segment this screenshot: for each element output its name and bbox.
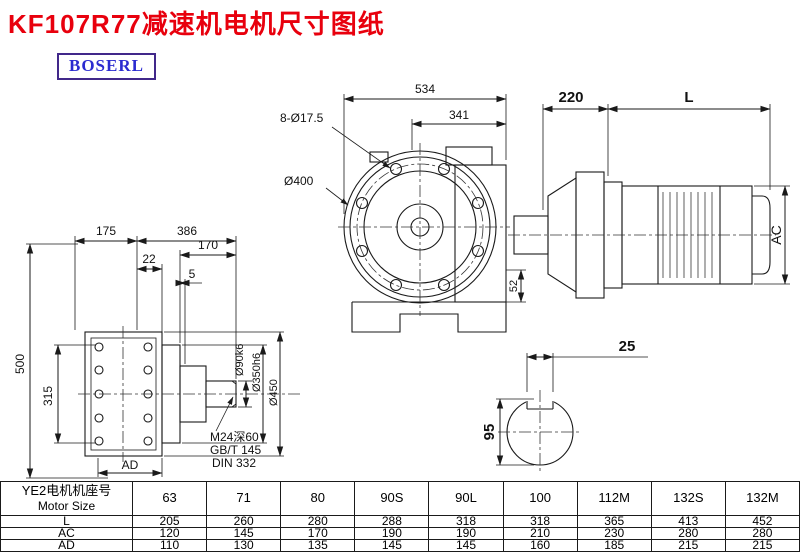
- motor-size-header-cn: YE2电机机座号: [21, 482, 112, 498]
- cell-AD-63: 110: [131, 539, 208, 552]
- cell-AC-90L: 190: [428, 527, 504, 540]
- col-header-80: 80: [280, 481, 356, 516]
- dim-170-label: 170: [198, 238, 218, 252]
- flange-diameter-label: Ø400: [284, 174, 314, 188]
- table-row-AD: AD 110 130 135 145 145 160 185 215 215: [0, 539, 800, 552]
- dim-L-label: L: [684, 89, 693, 106]
- gb-standard-note: GB/T 145: [210, 443, 261, 457]
- cell-L-132M: 452: [724, 515, 800, 528]
- col-header-132S: 132S: [650, 481, 726, 516]
- tapped-hole-note: M24深60: [210, 430, 259, 444]
- cell-AD-90L: 145: [428, 539, 504, 552]
- cell-AD-112M: 185: [576, 539, 652, 552]
- col-header-100: 100: [502, 481, 578, 516]
- shaft-section-drawing: 95 25: [481, 338, 648, 474]
- spigot-diameter-label: Ø350h6: [251, 353, 263, 392]
- dim-315-label: 315: [41, 386, 55, 406]
- dim-500-label: 500: [13, 354, 27, 374]
- output-side-view-drawing: 175 386 170 22 5 500 315 Ø90k6 Ø350h6 Ø: [13, 224, 300, 479]
- dim-95-label: 95: [481, 424, 498, 441]
- motor-dimension-table: YE2电机机座号 Motor Size 63 71 80 90S 90L 100…: [0, 481, 800, 552]
- din-standard-note: DIN 332: [212, 456, 256, 470]
- dim-175-label: 175: [96, 224, 116, 238]
- brand-logo: BOSERL: [57, 53, 156, 80]
- page-title: KF107R77减速机电机尺寸图纸: [8, 9, 385, 39]
- col-header-63: 63: [131, 481, 208, 516]
- front-view-drawing: 534 341 8-Ø17.5 Ø400 52: [280, 82, 526, 333]
- row-label-AD: AD: [0, 539, 133, 552]
- flange-od-label: Ø450: [268, 379, 280, 406]
- cell-AD-100: 160: [502, 539, 578, 552]
- cell-AD-132M: 215: [724, 539, 800, 552]
- cell-AD-90S: 145: [354, 539, 430, 552]
- cell-AC-112M: 230: [576, 527, 652, 540]
- motor-size-header-en: Motor Size: [37, 499, 96, 514]
- dim-5-label: 5: [189, 267, 196, 281]
- dim-534-label: 534: [415, 82, 435, 96]
- cell-AD-80: 135: [280, 539, 356, 552]
- col-header-132M: 132M: [724, 481, 800, 516]
- table-header-row: YE2电机机座号 Motor Size 63 71 80 90S 90L 100…: [0, 481, 800, 516]
- dim-22-label: 22: [142, 252, 156, 266]
- cell-AC-132M: 280: [724, 527, 800, 540]
- col-header-112M: 112M: [576, 481, 652, 516]
- shaft-diameter-label: Ø90k6: [234, 344, 246, 376]
- technical-drawing: 534 341 8-Ø17.5 Ø400 52: [13, 82, 790, 479]
- dim-25-label: 25: [619, 338, 636, 355]
- dim-52-label: 52: [508, 280, 520, 292]
- col-header-90L: 90L: [428, 481, 504, 516]
- dim-386-label: 386: [177, 224, 197, 238]
- dim-220-label: 220: [558, 89, 583, 106]
- table-row-AC: AC 120 145 170 190 190 210 230 280 280: [0, 527, 800, 540]
- col-header-71: 71: [206, 481, 282, 516]
- dim-AC-label: AC: [768, 225, 784, 244]
- cell-AD-132S: 215: [650, 539, 726, 552]
- bolt-holes-label: 8-Ø17.5: [280, 111, 324, 125]
- motor-side-view-drawing: 220 L AC: [508, 89, 790, 299]
- col-header-90S: 90S: [354, 481, 430, 516]
- motor-size-header-cell: YE2电机机座号 Motor Size: [0, 481, 133, 516]
- dim-341-label: 341: [449, 108, 469, 122]
- dim-AD-label: AD: [122, 458, 139, 472]
- cell-AD-71: 130: [206, 539, 282, 552]
